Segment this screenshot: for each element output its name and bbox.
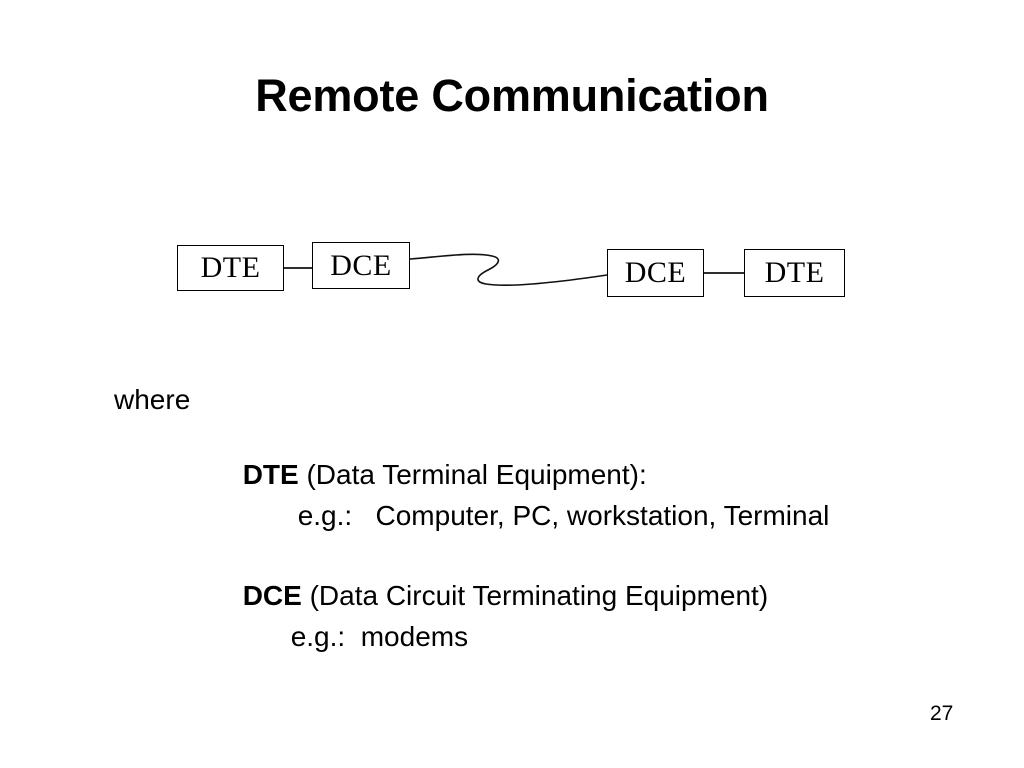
diagram-node-dte-right: DTE xyxy=(744,249,845,297)
diagram-node-dce-left: DCE xyxy=(312,242,410,289)
diagram-node-label: DTE xyxy=(200,251,261,284)
page-number: 27 xyxy=(930,702,954,725)
dte-definition-line: DTE (Data Terminal Equipment): xyxy=(196,424,647,526)
dce-example-label: e.g.: xyxy=(290,621,346,652)
diagram-node-dte-left: DTE xyxy=(177,245,284,291)
dte-example-line: e.g.: Computer, PC, workstation, Termina… xyxy=(251,465,830,567)
where-label: where xyxy=(114,384,191,415)
dte-definition-text: (Data Terminal Equipment): xyxy=(298,459,647,490)
dce-definition-line: DCE (Data Circuit Terminating Equipment) xyxy=(196,545,768,647)
dce-example-line: e.g.: modems xyxy=(244,586,468,688)
diagram-node-dce-right: DCE xyxy=(607,249,704,297)
diagram-node-label: DTE xyxy=(764,256,825,289)
diagram-node-label: DCE xyxy=(330,248,392,282)
page-title: Remote Communication xyxy=(255,70,769,121)
dce-definition-text: (Data Circuit Terminating Equipment) xyxy=(301,580,769,611)
dte-term: DTE xyxy=(242,459,299,490)
dce-example-value: modems xyxy=(345,621,469,652)
connector-dce-left-to-dce-right-wavy xyxy=(409,253,608,287)
dte-example-value: Computer, PC, workstation, Terminal xyxy=(352,500,830,531)
dce-term: DCE xyxy=(242,580,302,611)
dte-example-label: e.g.: xyxy=(297,500,353,531)
diagram-node-label: DCE xyxy=(624,256,687,289)
